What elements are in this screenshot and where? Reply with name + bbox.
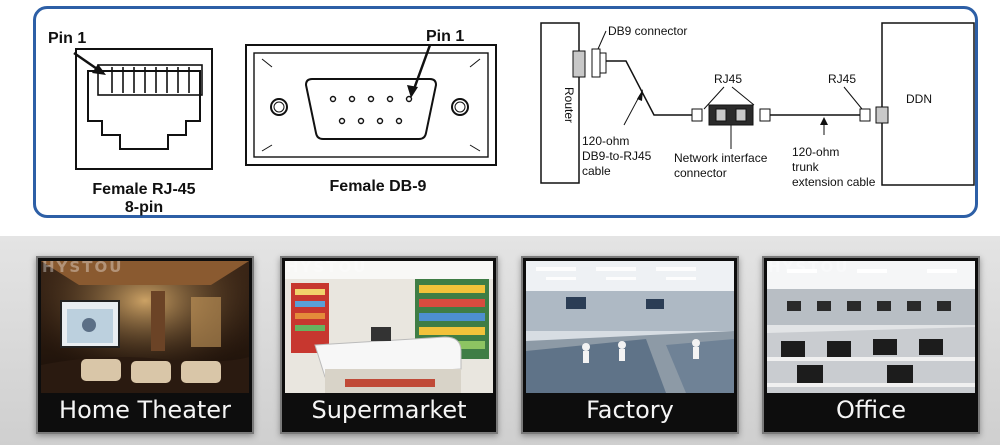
cable1-label-line3: cable [582, 164, 611, 178]
card-label: Office [835, 396, 907, 424]
office-photo [767, 261, 975, 393]
db9-pin1-label: Pin 1 [426, 28, 464, 45]
db9-connector-leader [597, 30, 607, 50]
trunk-label-line2: trunk [792, 160, 820, 174]
nic-connector-symbol [691, 104, 771, 126]
db9-pin1-arrow [407, 44, 432, 98]
home-theater-photo [41, 261, 249, 393]
rj45-pin1-label: Pin 1 [48, 30, 86, 47]
supermarket-photo [285, 261, 493, 393]
trunk-arrow [820, 117, 828, 135]
rj45-caption-line2: 8-pin [125, 199, 163, 216]
cable1-label-line1: 120-ohm [582, 134, 629, 148]
db9-plate-drawing [245, 44, 497, 166]
card-factory[interactable]: Factory [521, 256, 739, 434]
router-label: Router [562, 87, 576, 123]
trunk-label-line1: 120-ohm [792, 145, 839, 159]
rj45-right-label: RJ45 [828, 72, 856, 86]
nic-label-line2: connector [674, 166, 727, 180]
rj45-pins [111, 67, 190, 93]
application-gallery: HYSTOU Home Theater [0, 236, 1000, 445]
watermark-text: HYSTOU [286, 258, 368, 276]
watermark-text: HYSTOU [768, 258, 850, 276]
card-supermarket[interactable]: HYSTOU Supermarket [280, 256, 498, 434]
rj45-left-leader [703, 86, 725, 110]
card-office[interactable]: HYSTOU Office [762, 256, 980, 434]
ddn-rj45-symbol [859, 106, 889, 124]
card-label: Home Theater [59, 396, 231, 424]
rj45-left-leader-2 [731, 86, 755, 106]
db9-caption: Female DB-9 [330, 178, 427, 195]
factory-photo [526, 261, 734, 393]
rj45-right-leader [843, 86, 863, 110]
trunk-label-line3: extension cable [792, 175, 876, 189]
card-label: Factory [586, 396, 674, 424]
router-box: Router [540, 22, 580, 184]
rj45-caption-line1: Female RJ-45 [92, 181, 195, 198]
card-home-theater[interactable]: HYSTOU Home Theater [36, 256, 254, 434]
rj45-left-label: RJ45 [714, 72, 742, 86]
ddn-label: DDN [906, 92, 932, 106]
db9-to-rj45-cable [606, 60, 692, 116]
db9-connector-symbol [572, 48, 607, 78]
nic-label-line1: Network interface [674, 151, 768, 165]
ddn-box: DDN [881, 22, 975, 186]
db9-pins [329, 95, 413, 125]
card-label: Supermarket [311, 396, 467, 424]
connector-diagram: Pin 1 Female RJ-45 8-pin Pin 1 Female DB… [48, 22, 975, 216]
rj45-pin1-arrow [73, 51, 106, 75]
db9-connector-label: DB9 connector [608, 24, 687, 38]
cable1-label-line2: DB9-to-RJ45 [582, 149, 652, 163]
connector-diagram-panel: Pin 1 Female RJ-45 8-pin Pin 1 Female DB… [33, 6, 978, 218]
cable1-arrow [623, 89, 643, 126]
watermark-text: HYSTOU [42, 258, 124, 276]
rj45-jack-drawing [75, 48, 213, 170]
